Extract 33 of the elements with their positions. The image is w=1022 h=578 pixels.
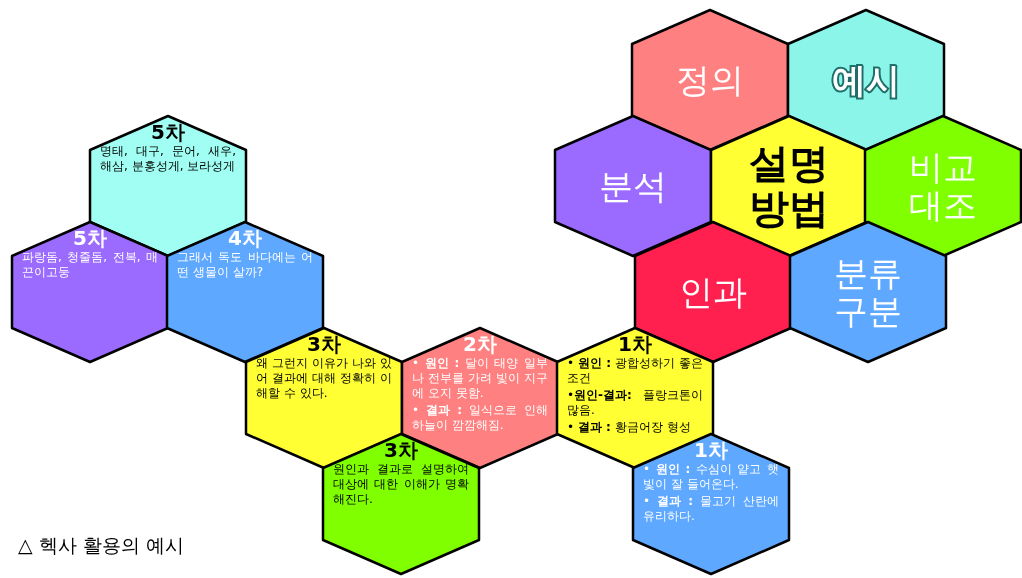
tile-text: 왜 그런지 이유가 나와 있어 결과에 대해 정확히 이해할 수 있다. <box>256 356 392 401</box>
bullet-item: • 원인 : 달이 태양 일부나 전부를 가려 빛이 지구에 오지 못함. <box>412 356 548 401</box>
tile-heading: 2차 <box>463 332 497 356</box>
tile-heading: 1차 <box>694 438 728 462</box>
tile-label: 설명 방법 <box>748 141 830 231</box>
hexagon-tile <box>865 116 1021 256</box>
bullet-item: • 결과 : 황금어장 형성 <box>567 420 692 435</box>
tile-text: 그래서 독도 바다에는 어떤 생물이 살까? <box>177 250 313 280</box>
tile-label: 예시 <box>831 60 901 100</box>
tile-heading: 4차 <box>228 226 262 250</box>
tile-label: 인과 <box>678 272 748 312</box>
bullet-item: • 결과 : 일식으로 인해 하늘이 깜깜해짐. <box>412 403 548 433</box>
tile-label: 분류 구분 <box>833 253 903 331</box>
hexagon-tile <box>633 434 789 574</box>
tile-heading: 5차 <box>151 120 185 144</box>
bullet-item: • 결과 : 물고기 산란에 유리하다. <box>643 494 779 524</box>
tile-text: 원인과 결과로 설명하여 대상에 대한 이해가 명확해진다. <box>333 462 469 507</box>
tile-label: 분석 <box>598 166 668 206</box>
hexagon-tile <box>12 222 168 362</box>
tile-text: 명태, 대구, 문어, 새우, 해삼, 분홍성게, 보라성게 <box>100 144 236 174</box>
tile-text: 파랑돔, 청줄돔, 전복, 매끈이고둥 <box>22 250 158 280</box>
caption: △ 헥사 활용의 예시 <box>18 533 184 558</box>
tile-heading: 3차 <box>307 332 341 356</box>
tile-heading: 5차 <box>73 226 107 250</box>
hexagon-tile <box>555 116 711 256</box>
tile-label: 비교 대조 <box>908 147 978 225</box>
bullet-item: • 원인 : 광합성하기 좋은 조건 <box>567 356 703 386</box>
bullet-item: • 원인 : 수심이 얕고 햇빛이 잘 들어온다. <box>643 462 779 492</box>
tile-heading: 3차 <box>384 438 418 462</box>
hexagon-tile <box>323 434 479 574</box>
tile-label: 정의 <box>675 60 745 100</box>
bullet-item: •원인-결과: 플랑크톤이 많음. <box>567 388 703 418</box>
tile-heading: 1차 <box>618 332 652 356</box>
